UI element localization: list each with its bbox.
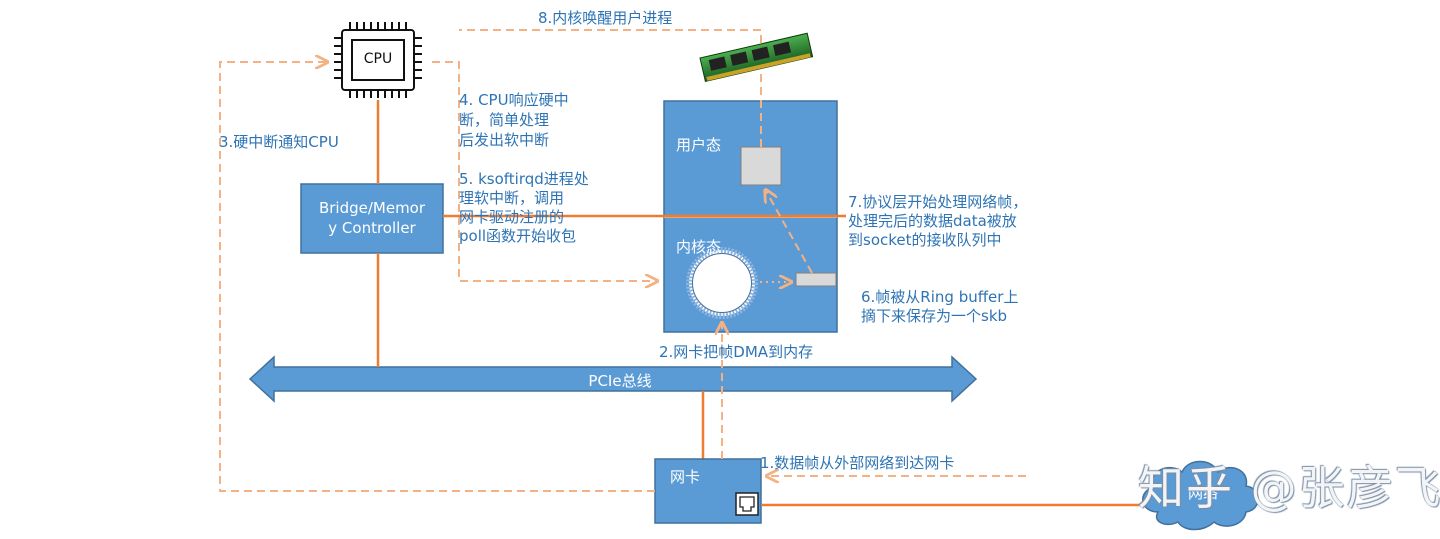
ethernet-port-icon — [735, 492, 759, 516]
pcie-bus — [248, 355, 978, 403]
bridge-label: Bridge/Memor y Controller — [318, 199, 426, 237]
cpu-label: CPU — [363, 51, 393, 67]
watermark: 知乎 @张彦飞 — [1138, 461, 1440, 515]
wakeup-arrow — [460, 29, 762, 147]
step-1-label: 1.数据帧从外部网络到达网卡 — [760, 454, 955, 472]
step-4-label: 4. CPU响应硬中 断，简单处理 后发出软中断 — [459, 91, 569, 149]
user-process-box — [740, 146, 782, 186]
hard-irq-arrow — [219, 62, 655, 492]
step-6-label: 6.帧被从Ring buffer上 摘下来保存为一个skb — [861, 288, 1019, 325]
ram-stick-icon — [699, 32, 814, 82]
network-label: 网络 — [1188, 484, 1219, 502]
step-7-label: 7.协议层开始处理网络帧， 处理完后的数据data被放 到socket的接收队列… — [848, 193, 1028, 249]
kernel-mode-label: 内核态 — [676, 238, 722, 256]
cpu-softirq-arrow — [432, 61, 656, 281]
step-8-label: 8.内核唤醒用户进程 — [538, 9, 673, 27]
step-5-label: 5. ksoftirqd进程处 理软中断，调用 网卡驱动注册的 poll函数开始… — [459, 170, 589, 245]
nic-label: 网卡 — [670, 468, 701, 486]
user-mode-label: 用户态 — [676, 136, 722, 154]
cpu-chip-icon — [334, 22, 422, 98]
bridge-controller-box — [300, 183, 444, 254]
ring-buffer — [686, 247, 758, 319]
network-cloud-icon — [1142, 460, 1259, 531]
skb-box — [795, 272, 837, 287]
pcie-bus-label: PCIe总线 — [588, 372, 652, 390]
skb-to-user-arrow — [766, 191, 813, 274]
step-2-label: 2.网卡把帧DMA到内存 — [659, 343, 814, 361]
step-3-label: 3.硬中断通知CPU — [219, 133, 339, 151]
